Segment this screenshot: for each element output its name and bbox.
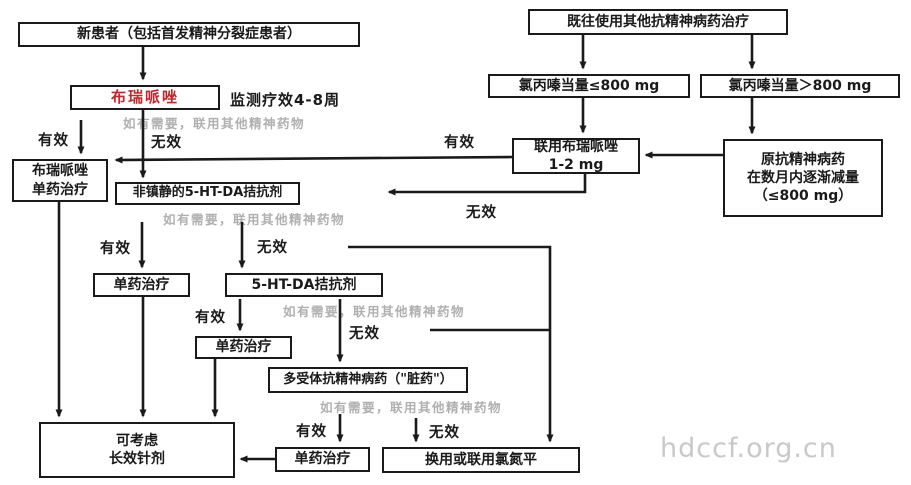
node-adjunct-brexpiprazole: 联用布瑞哌唑 1-2 mg xyxy=(512,138,640,174)
note-adjunct-4: 如有需要，联用其他精神药物 xyxy=(320,400,503,415)
label-effective-4: 有效 xyxy=(195,310,226,326)
node-lai-consider: 可考虑 长效针剂 xyxy=(39,422,235,478)
node-brexpiprazole-monotherapy: 布瑞哌唑 单药治疗 xyxy=(12,159,108,202)
note-adjunct-1: 如有需要，联用其他精神药物 xyxy=(123,116,306,131)
node-monotherapy-2: 单药治疗 xyxy=(195,336,292,359)
node-monotherapy-1: 单药治疗 xyxy=(93,273,190,297)
label-ineffective-5: 无效 xyxy=(429,425,460,441)
node-clozapine-switch: 换用或联用氯氮平 xyxy=(382,447,580,473)
note-adjunct-2: 如有需要，联用其他精神药物 xyxy=(163,212,346,227)
label-ineffective-3: 无效 xyxy=(257,240,288,256)
node-cpz-gt-800: 氯丙嗪当量＞800 mg xyxy=(700,74,900,98)
node-multireceptor-antipsychotic: 多受体抗精神病药（"脏药"） xyxy=(268,367,468,393)
node-prior-antipsychotic: 既往使用其他抗精神病药治疗 xyxy=(528,9,788,35)
label-effective-2: 有效 xyxy=(444,135,475,151)
node-nonsedating-5ht-da-antagonist: 非镇静的5-HT-DA拮抗剂 xyxy=(115,182,300,205)
label-effective-3: 有效 xyxy=(100,241,131,257)
node-brexpiprazole: 布瑞哌唑 xyxy=(70,85,220,110)
node-5ht-da-antagonist: 5-HT-DA拮抗剂 xyxy=(225,273,383,297)
node-monotherapy-3: 单药治疗 xyxy=(275,447,370,472)
label-effective-1: 有效 xyxy=(38,133,69,149)
label-ineffective-2: 无效 xyxy=(466,205,497,221)
label-ineffective-4: 无效 xyxy=(349,326,380,342)
label-ineffective-1: 无效 xyxy=(151,135,182,151)
label-effective-5: 有效 xyxy=(296,424,327,440)
note-adjunct-3: 如有需要，联用其他精神药物 xyxy=(283,304,466,319)
node-taper-original-antipsychotic: 原抗精神病药 在数月内逐渐减量 （≤800 mg） xyxy=(723,139,883,217)
node-new-patient: 新患者（包括首发精神分裂症患者） xyxy=(18,22,360,47)
watermark-text: hdccf.org.cn xyxy=(660,433,837,464)
note-monitor-efficacy: 监测疗效4-8周 xyxy=(230,91,341,109)
node-cpz-le-800: 氯丙嗪当量≤800 mg xyxy=(488,74,690,98)
